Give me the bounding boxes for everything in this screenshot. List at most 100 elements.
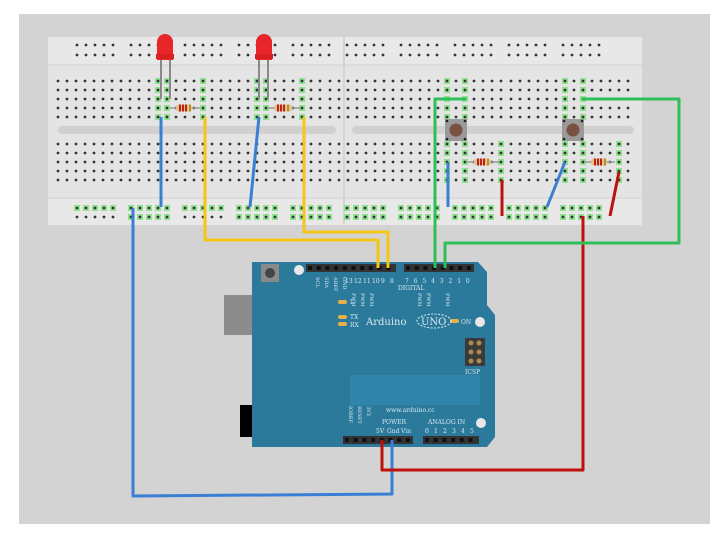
breadboard-hole[interactable] [147,79,151,83]
breadboard-hole[interactable] [581,178,585,182]
rail-hole[interactable] [318,43,322,47]
rail-hole[interactable] [93,43,97,47]
breadboard-hole[interactable] [346,169,350,173]
breadboard-hole[interactable] [536,79,540,83]
rail-hole[interactable] [138,43,142,47]
rail-hole[interactable] [237,206,241,210]
breadboard-hole[interactable] [481,151,485,155]
breadboard-hole[interactable] [617,169,621,173]
breadboard-hole[interactable] [626,178,630,182]
rail-hole[interactable] [237,215,241,219]
breadboard-hole[interactable] [83,169,87,173]
breadboard-hole[interactable] [147,178,151,182]
breadboard-hole[interactable] [445,79,449,83]
breadboard-hole[interactable] [318,97,322,101]
rail-hole[interactable] [111,215,115,219]
breadboard-hole[interactable] [128,142,132,146]
breadboard-hole[interactable] [364,142,368,146]
breadboard-hole[interactable] [110,106,114,110]
header-pin[interactable] [451,438,456,442]
breadboard-hole[interactable] [165,178,169,182]
rail-hole[interactable] [363,215,367,219]
breadboard-hole[interactable] [264,178,268,182]
breadboard-hole[interactable] [599,115,603,119]
breadboard-hole[interactable] [264,115,268,119]
breadboard-hole[interactable] [490,178,494,182]
breadboard-hole[interactable] [572,178,576,182]
breadboard-hole[interactable] [337,160,341,164]
breadboard-hole[interactable] [527,88,531,92]
breadboard-hole[interactable] [364,160,368,164]
rail-hole[interactable] [273,43,277,47]
breadboard-hole[interactable] [309,178,313,182]
breadboard-hole[interactable] [554,160,558,164]
breadboard-hole[interactable] [255,160,259,164]
rail-hole[interactable] [264,206,268,210]
breadboard-hole[interactable] [454,169,458,173]
breadboard-hole[interactable] [545,142,549,146]
breadboard-hole[interactable] [328,178,332,182]
rail-hole[interactable] [453,215,457,219]
breadboard-hole[interactable] [590,169,594,173]
breadboard-hole[interactable] [210,151,214,155]
red-led[interactable] [156,34,174,99]
rail-hole[interactable] [291,206,295,210]
breadboard-hole[interactable] [65,160,69,164]
breadboard-hole[interactable] [572,142,576,146]
breadboard-hole[interactable] [572,160,576,164]
breadboard-hole[interactable] [56,88,60,92]
breadboard-hole[interactable] [626,79,630,83]
breadboard-hole[interactable] [273,142,277,146]
breadboard-hole[interactable] [273,97,277,101]
breadboard-hole[interactable] [74,160,78,164]
breadboard-hole[interactable] [617,115,621,119]
breadboard-hole[interactable] [346,142,350,146]
breadboard-hole[interactable] [364,88,368,92]
pushbutton[interactable] [562,119,584,141]
breadboard-hole[interactable] [246,97,250,101]
rail-hole[interactable] [255,206,259,210]
breadboard-hole[interactable] [264,106,268,110]
breadboard-hole[interactable] [174,79,178,83]
breadboard-hole[interactable] [337,178,341,182]
breadboard-hole[interactable] [300,88,304,92]
breadboard-hole[interactable] [499,88,503,92]
breadboard-hole[interactable] [599,79,603,83]
wire-yellow-led2-pin9[interactable] [302,117,390,268]
breadboard-hole[interactable] [156,178,160,182]
breadboard-hole[interactable] [499,151,503,155]
breadboard-hole[interactable] [554,79,558,83]
rail-hole[interactable] [489,43,493,47]
breadboard-hole[interactable] [346,160,350,164]
breadboard-hole[interactable] [499,169,503,173]
rail-hole[interactable] [534,215,538,219]
breadboard-hole[interactable] [472,79,476,83]
breadboard-hole[interactable] [147,169,151,173]
breadboard-hole[interactable] [418,169,422,173]
header-pin[interactable] [433,438,438,442]
rail-hole[interactable] [480,53,484,57]
breadboard-hole[interactable] [291,178,295,182]
breadboard-hole[interactable] [563,79,567,83]
breadboard-hole[interactable] [137,97,141,101]
breadboard-hole[interactable] [128,106,132,110]
rail-hole[interactable] [408,43,412,47]
rail-hole[interactable] [453,43,457,47]
rail-hole[interactable] [471,206,475,210]
rail-hole[interactable] [480,43,484,47]
rail-hole[interactable] [102,53,106,57]
breadboard-hole[interactable] [400,169,404,173]
rail-hole[interactable] [102,215,106,219]
breadboard-hole[interactable] [210,88,214,92]
header-pin[interactable] [362,438,367,442]
breadboard-hole[interactable] [237,97,241,101]
rail-hole[interactable] [219,215,223,219]
breadboard-hole[interactable] [174,178,178,182]
breadboard-hole[interactable] [273,151,277,155]
breadboard-hole[interactable] [518,169,522,173]
breadboard-hole[interactable] [454,79,458,83]
rail-hole[interactable] [534,43,538,47]
rail-hole[interactable] [579,206,583,210]
breadboard-hole[interactable] [337,88,341,92]
breadboard-hole[interactable] [328,88,332,92]
